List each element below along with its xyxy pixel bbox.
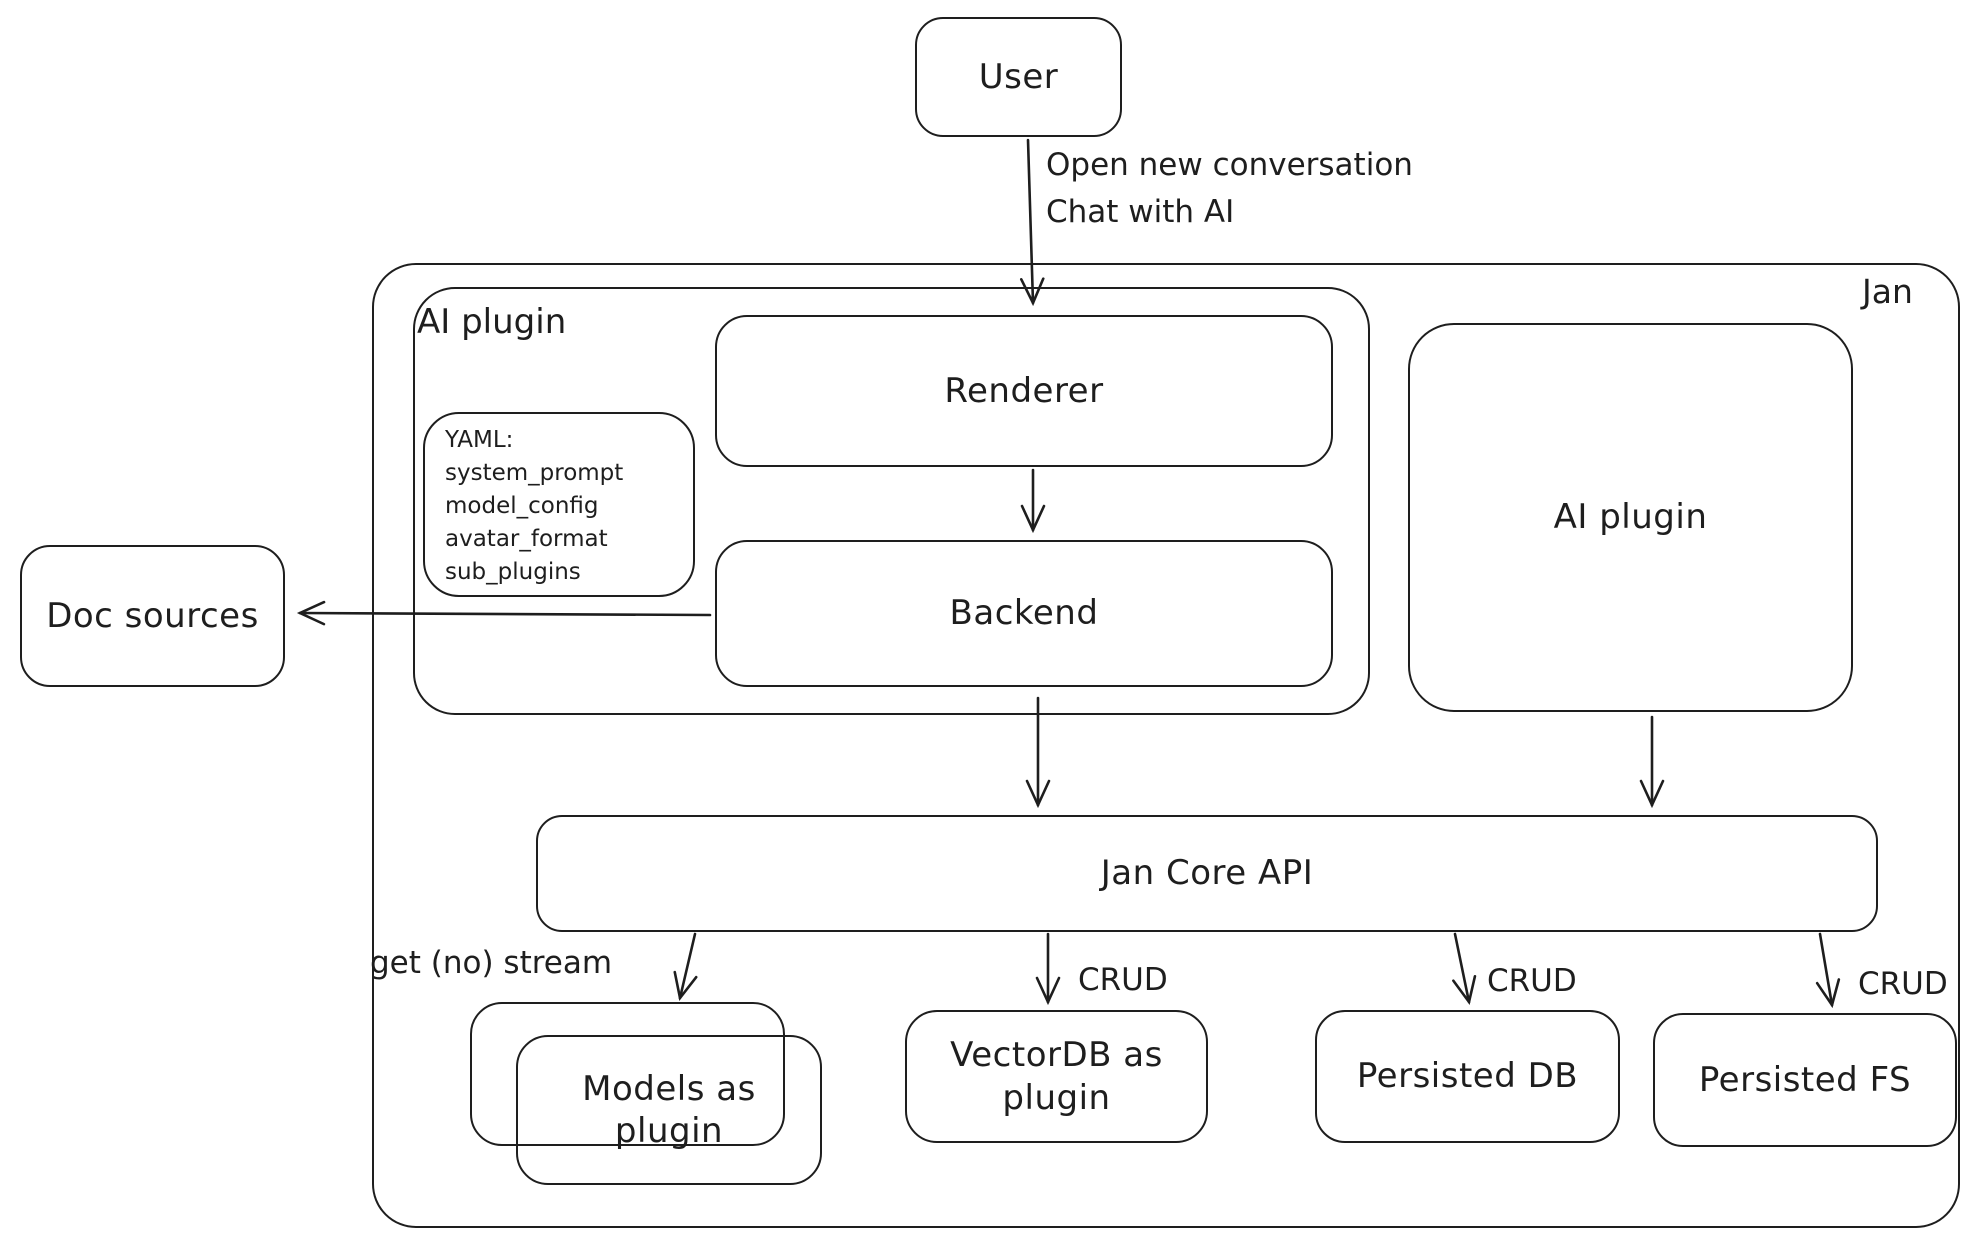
backend-node-label: Backend [949,593,1099,634]
ai-plugin-node-label: AI plugin [1553,497,1708,538]
backend-node: Backend [715,540,1333,687]
yaml-note-line: sub_plugins [445,559,581,585]
jan-core-api-node: Jan Core API [536,815,1878,932]
doc-sources-node: Doc sources [20,545,285,687]
yaml-note-line: YAML: [445,427,514,453]
models-as-plugin-node: Models as plugin [516,1035,822,1185]
edge-label-crud-persisted-fs: CRUD [1858,966,1948,1002]
yaml-note-line: avatar_format [445,526,608,552]
persisted-fs-node: Persisted FS [1653,1013,1957,1147]
edge-label-open-conversation-line2: Chat with AI [1046,193,1235,230]
edge-label-open-conversation-line1: Open new conversation [1046,147,1413,183]
edge-label-open-conversation: Open new conversation Chat with AI [1046,142,1413,235]
edge-label-crud-persisted-db: CRUD [1487,963,1577,999]
ai-plugin-group-label: AI plugin [417,302,567,342]
user-node: User [915,17,1122,137]
persisted-fs-node-label: Persisted FS [1698,1059,1912,1100]
yaml-note-line: system_prompt [445,460,624,486]
ai-plugin-node: AI plugin [1408,323,1853,712]
edge-label-get-no-stream: get (no) stream [370,945,613,981]
models-as-plugin-back-box [470,1002,785,1146]
yaml-note: YAML: system_prompt model_config avatar_… [423,412,695,597]
persisted-db-node-label: Persisted DB [1356,1056,1579,1097]
doc-sources-node-label: Doc sources [46,595,259,636]
yaml-note-line: model_config [445,493,599,519]
renderer-node-label: Renderer [944,370,1104,411]
persisted-db-node: Persisted DB [1315,1010,1620,1143]
vectordb-node-label: VectorDB as plugin [950,1035,1163,1118]
renderer-node: Renderer [715,315,1333,467]
jan-core-api-node-label: Jan Core API [1100,853,1314,894]
models-as-plugin-node-label: Models as plugin [582,1068,756,1152]
ai-plugin-group-box [413,287,1370,715]
edge-label-crud-vectordb: CRUD [1078,962,1168,998]
user-node-label: User [978,56,1059,97]
jan-group-label: Jan [1862,272,1913,311]
jan-group-box [372,263,1960,1228]
vectordb-node: VectorDB as plugin [905,1010,1208,1143]
